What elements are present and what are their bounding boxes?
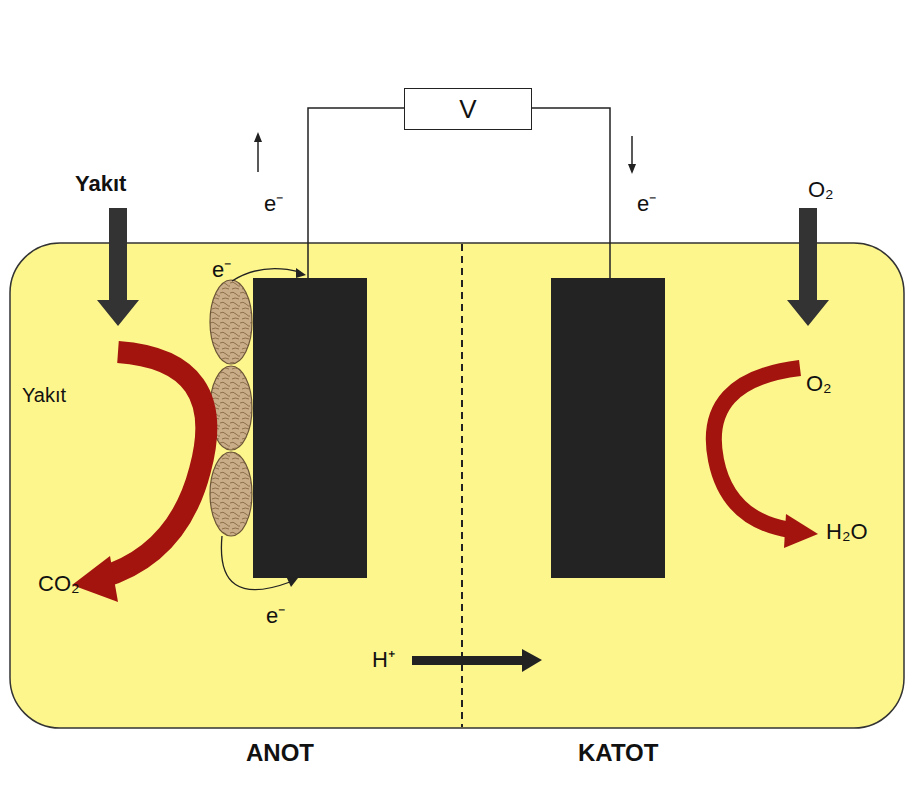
proton-arrow [522,649,542,672]
node-text: V [459,94,476,125]
voltmeter-box: V [404,88,532,130]
proton-label: H⁺ [372,648,395,672]
oxygen-label: O₂ [808,178,834,202]
membrane [461,244,463,727]
fuel-oxidation-arrow [100,352,206,578]
oxygen-reduction-arrow [714,368,800,530]
fuel-label: Yakıt [75,172,126,196]
external-wire [308,108,610,278]
fuel-label: Yakıt [22,384,66,406]
electron-label: e⁻ [212,258,231,282]
fuel-inlet-arrow [97,208,139,326]
cathode-label: KATOT [578,740,658,766]
electron-label: e⁻ [264,192,283,216]
oxygen-inlet-arrow [787,208,829,326]
cell-body [10,243,904,728]
co2-label: CO₂ [38,572,80,596]
bacteria [210,280,252,536]
oxygen-label: O₂ [806,372,832,396]
electron-label: e⁻ [266,604,285,628]
water-label: H₂O [826,520,868,544]
electron-label: e⁻ [637,192,656,216]
cathode-electrode [551,278,665,578]
anode-label: ANOT [246,740,314,766]
anode-electrode [253,278,367,578]
